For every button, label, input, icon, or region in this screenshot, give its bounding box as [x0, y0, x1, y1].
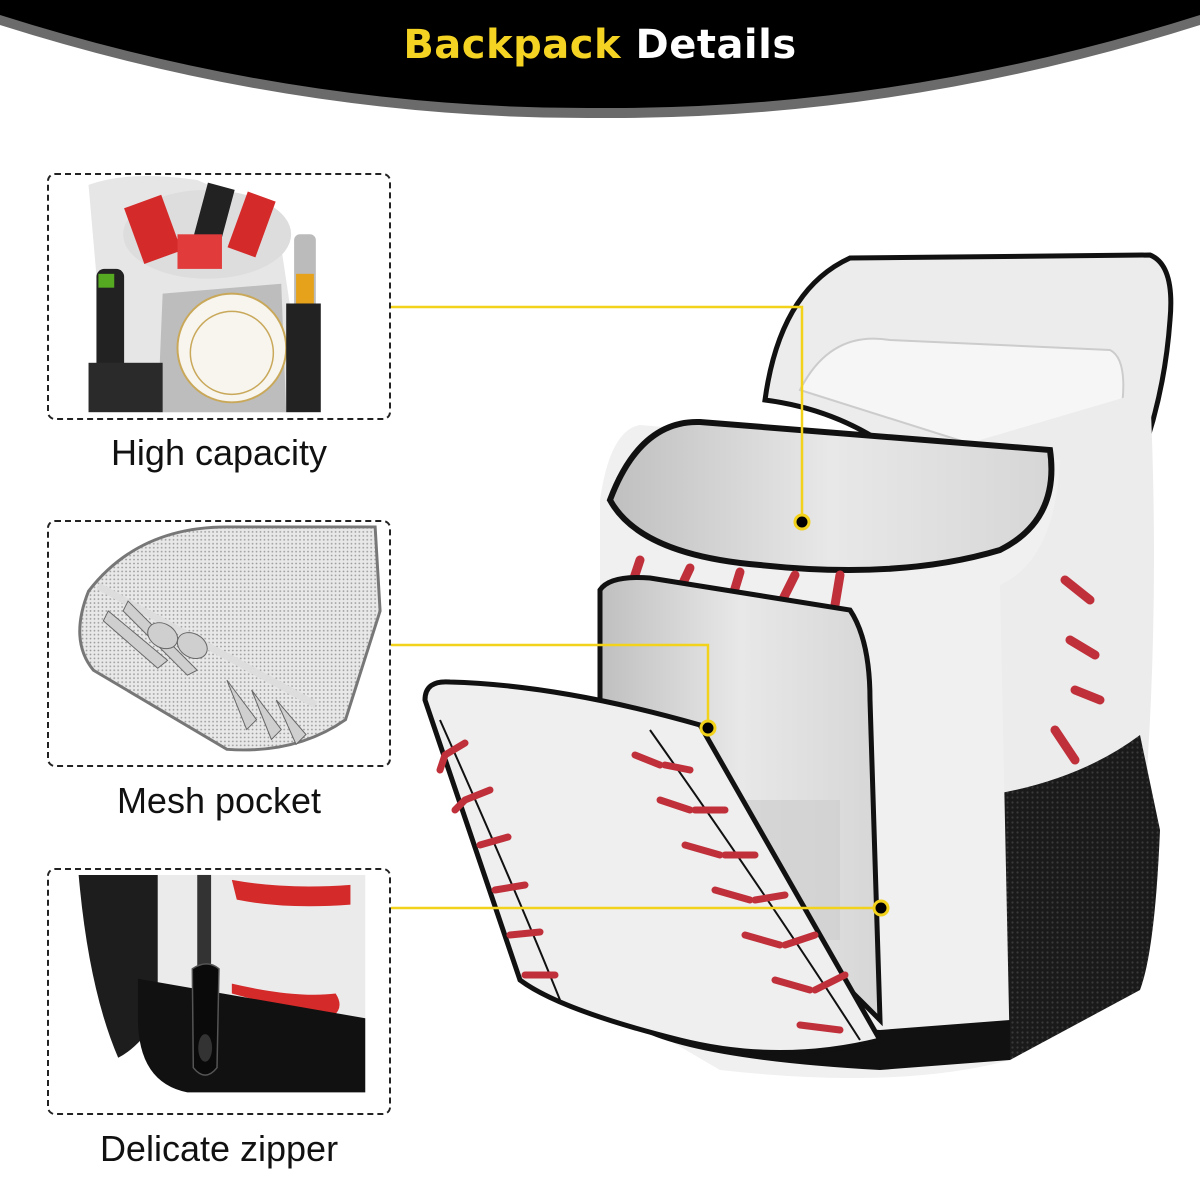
header-banner — [0, 0, 1200, 119]
detail-thumbnail-delicate-zipper — [47, 868, 391, 1115]
title-rest: Details — [635, 22, 797, 68]
detail-label-high-capacity: High capacity — [110, 432, 328, 473]
mesh-pocket-with-cutlery-icon — [78, 525, 382, 752]
backpack-filled-with-cans-wine-plates-icon — [88, 175, 321, 413]
black-zipper-pull-closeup-icon — [49, 870, 389, 1113]
title-highlight: Backpack — [403, 22, 622, 68]
detail-thumbnail-high-capacity — [47, 173, 391, 420]
detail-label-mesh-pocket: Mesh pocket — [116, 780, 322, 821]
baseball-cooler-backpack-image — [422, 252, 1174, 1078]
page-title: Backpack Details — [0, 22, 1200, 68]
detail-label-delicate-zipper: Delicate zipper — [99, 1128, 339, 1169]
detail-thumbnail-mesh-pocket — [47, 520, 391, 767]
